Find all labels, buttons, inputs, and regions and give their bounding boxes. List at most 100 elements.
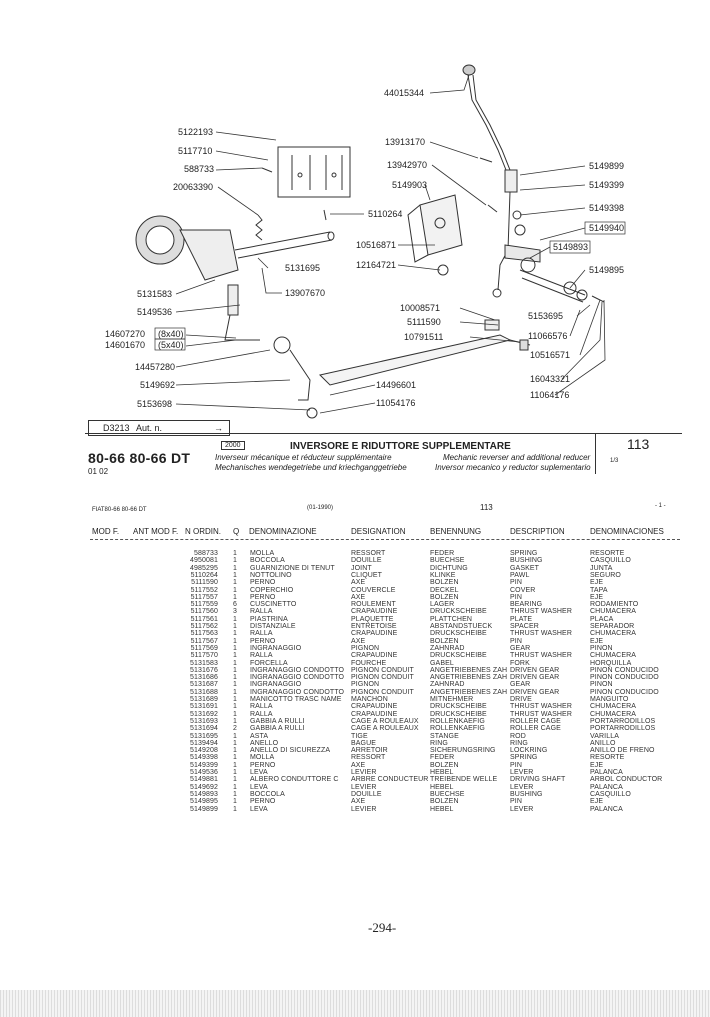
cell-quantity: 1 <box>233 717 237 725</box>
title-fr: Inverseur mécanique et réducteur supplém… <box>215 453 392 462</box>
cell-quantity: 1 <box>233 688 237 696</box>
cell-quantity: 1 <box>233 805 237 813</box>
cell-denominazione: PERNO <box>250 637 276 645</box>
cell-description: PIN <box>510 798 522 806</box>
cell-benennung: PLATTCHEN <box>430 615 472 623</box>
cell-part-number: 5131583 <box>190 659 218 667</box>
cell-denominaciones: CASQUILLO <box>590 790 631 798</box>
cell-denominazione: PIASTRINA <box>250 615 288 623</box>
cell-denominazione: PERNO <box>250 579 276 587</box>
cell-part-number: 5117567 <box>190 637 218 645</box>
model-title: 80-66 80-66 DT <box>88 450 191 466</box>
cell-designation: JOINT <box>351 564 372 572</box>
cell-denominazione: BOCCOLA <box>250 790 285 798</box>
callout-14457280: 14457280 <box>135 362 175 372</box>
cell-denominazione: INGRANAGGIO CONDOTTO <box>250 674 345 682</box>
cell-description: PAWL <box>510 571 530 579</box>
cell-denominazione: MOLLA <box>250 550 275 557</box>
cell-benennung: BUECHSE <box>430 557 465 565</box>
callout-14496601: 14496601 <box>376 380 416 390</box>
callout-13942970: 13942970 <box>387 160 427 170</box>
cell-denominazione: PERNO <box>250 798 276 806</box>
cell-description: GEAR <box>510 644 531 652</box>
cell-description: DRIVE <box>510 696 532 703</box>
cell-denominazione: GUARNIZIONE DI TENUT <box>250 564 335 572</box>
cell-denominazione: PERNO <box>250 761 276 769</box>
cell-part-number: 5131695 <box>190 732 218 740</box>
col-denominaciones: DENOMINACIONES <box>590 527 664 536</box>
callout-suffix-5x40: (5x40) <box>158 340 184 350</box>
cell-designation: COUVERCLE <box>351 586 396 594</box>
cell-benennung: ANGETRIEBENES ZAH <box>430 688 508 696</box>
cell-part-number: 5131692 <box>190 710 218 718</box>
cell-denominazione: CUSCINETTO <box>250 601 297 609</box>
callout-5110264: 5110264 <box>368 209 402 219</box>
cell-part-number: 5131693 <box>190 717 218 725</box>
cell-description: GEAR <box>510 681 531 689</box>
cell-description: THRUST WASHER <box>510 652 572 660</box>
selector-shaft <box>234 231 331 251</box>
section-title: INVERSORE E RIDUTTORE SUPPLEMENTARE <box>290 441 511 452</box>
cell-description: ROD <box>510 732 526 740</box>
cell-description: COVER <box>510 586 536 594</box>
cell-part-number: 5131686 <box>190 674 218 682</box>
callout-5149692: 5149692 <box>140 380 175 390</box>
cell-denominaciones: MANGUITO <box>590 696 629 703</box>
cell-quantity: 1 <box>233 644 237 652</box>
cell-quantity: 1 <box>233 790 237 798</box>
cell-description: GASKET <box>510 564 539 572</box>
cell-denominazione: LEVA <box>250 783 268 791</box>
cell-denominaciones: EJE <box>590 761 604 769</box>
cell-benennung: BOLZEN <box>430 637 459 645</box>
cell-description: SPRING <box>510 754 538 762</box>
cell-description: LOCKRING <box>510 747 548 755</box>
arrow-right-icon: → <box>214 423 223 433</box>
cell-denominaciones: CHUMACERA <box>590 652 637 660</box>
cell-designation: CRAPAUDINE <box>351 703 398 711</box>
cell-description: LEVER <box>510 769 534 776</box>
cell-denominaciones: EJE <box>590 579 604 587</box>
sub-mid: 113 <box>480 503 493 512</box>
cell-description: LEVER <box>510 805 534 813</box>
cell-part-number: 5149899 <box>190 805 218 813</box>
cell-designation: CLIQUET <box>351 571 383 579</box>
callout-5131695: 5131695 <box>285 263 320 273</box>
cell-designation: AXE <box>351 637 366 645</box>
cell-description: DRIVEN GEAR <box>510 666 560 674</box>
model-sub: 01 02 <box>88 467 109 476</box>
cell-part-number: 588733 <box>194 550 218 557</box>
cell-description: DRIVING SHAFT <box>510 776 566 784</box>
cell-part-number: 5131689 <box>190 696 218 703</box>
cell-denominaciones: PALANCA <box>590 783 623 791</box>
cell-denominaciones: PORTARRODILLOS <box>590 725 656 733</box>
cell-designation: RESSORT <box>351 550 386 557</box>
cell-designation: RESSORT <box>351 754 386 762</box>
cell-quantity: 1 <box>233 652 237 660</box>
cell-benennung: BOLZEN <box>430 798 459 806</box>
cell-denominaciones: SEPARADOR <box>590 623 635 630</box>
cell-denominazione: DISTANZIALE <box>250 623 296 630</box>
col-mod-f: MOD F. <box>92 527 120 536</box>
callout-20063390: 20063390 <box>173 182 213 192</box>
cell-description: PIN <box>510 579 522 587</box>
cell-quantity: 1 <box>233 798 237 806</box>
cell-denominazione: GABBIA A RULLI <box>250 717 305 725</box>
ref-code: D3213 <box>103 423 130 433</box>
cell-denominaciones: CASQUILLO <box>590 557 631 565</box>
callout-10516871: 10516871 <box>356 240 396 250</box>
long-rod <box>319 334 512 386</box>
cell-benennung: DECKEL <box>430 586 459 594</box>
cell-designation: AXE <box>351 579 366 587</box>
cell-designation: LEVIER <box>351 805 377 813</box>
cell-quantity: 1 <box>233 754 237 762</box>
cell-part-number: 5117560 <box>190 608 218 616</box>
sub-date: (01-1990) <box>307 505 334 511</box>
